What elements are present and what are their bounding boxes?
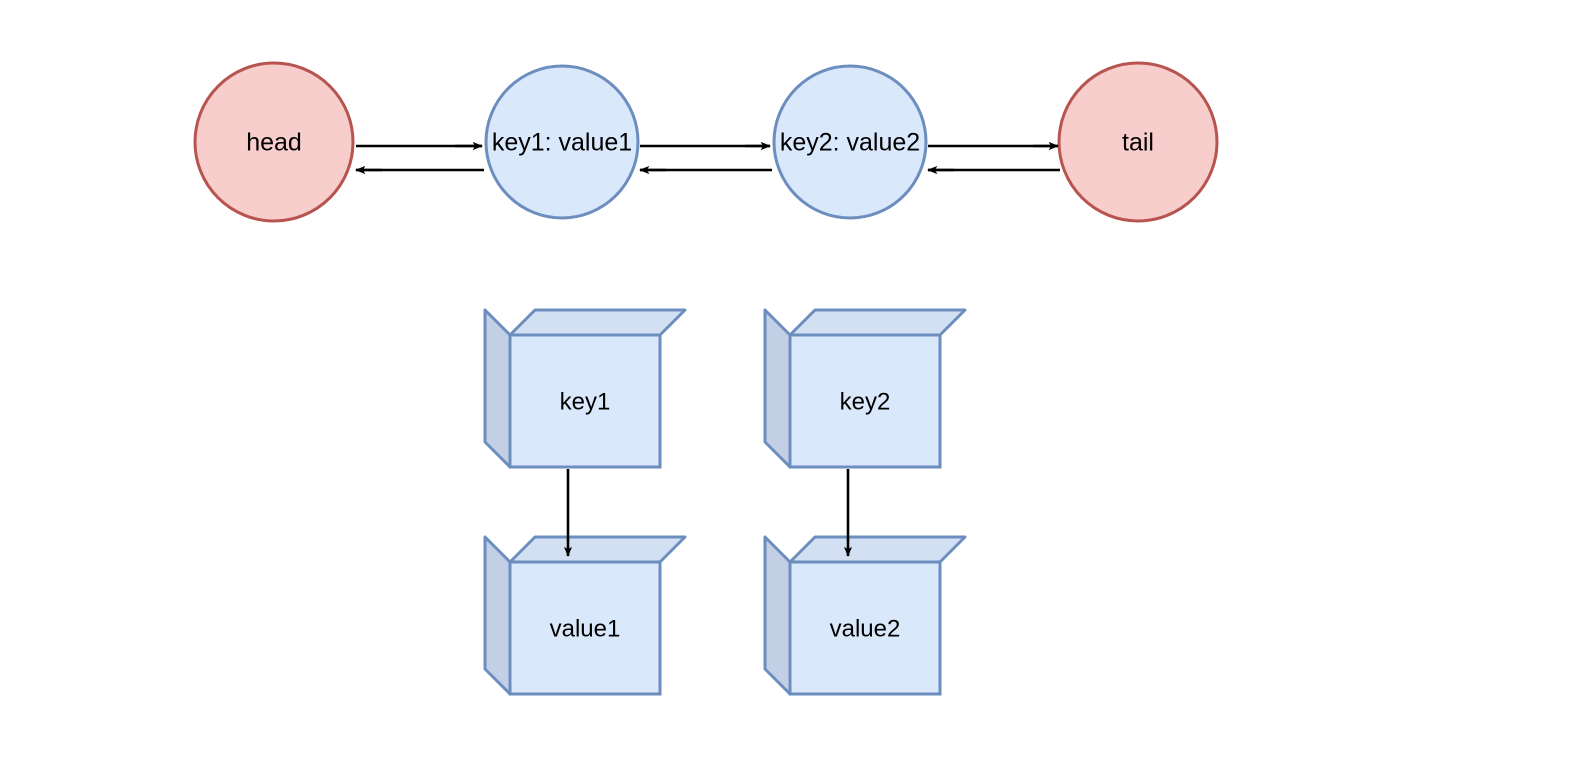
box-value2-top-face (788, 535, 967, 564)
box-value2-label: value2 (830, 615, 901, 642)
tail-label: tail (1122, 129, 1154, 157)
box-value2-front-face[interactable] (788, 560, 942, 696)
node-key1-value1[interactable]: key1: value1 (484, 64, 640, 220)
box-value2[interactable]: value2 (763, 535, 967, 696)
box-value1-front-face[interactable] (508, 560, 662, 696)
box-key2-top-face (788, 308, 967, 337)
node2-label: key2: value2 (780, 129, 920, 157)
box-key1-label: key1 (560, 388, 611, 415)
box-key1-top-face (508, 308, 687, 337)
node1-circle[interactable] (484, 64, 640, 220)
list-arrowheads-overlay (355, 142, 1059, 174)
box-value1-top-face (508, 535, 687, 564)
map-boxes-group: key1 key2 value1 value2 (483, 308, 967, 696)
box-key2[interactable]: key2 (763, 308, 967, 469)
node-tail[interactable]: tail (1057, 61, 1219, 223)
linked-list-group: head key1: value1 key2: value2 tail (193, 61, 1219, 223)
box-key1[interactable]: key1 (483, 308, 687, 469)
list-edges-group (355, 142, 1060, 174)
box-value1-side-face (483, 535, 512, 696)
box-value2-side-face (763, 535, 792, 696)
tail-circle[interactable] (1057, 61, 1219, 223)
box-key1-side-face (483, 308, 512, 469)
box-key2-front-face[interactable] (788, 333, 942, 469)
box-key2-side-face (763, 308, 792, 469)
box-value1-label: value1 (550, 615, 621, 642)
node-head[interactable]: head (193, 61, 355, 223)
node2-circle[interactable] (772, 64, 928, 220)
node1-label: key1: value1 (492, 129, 632, 157)
head-label: head (246, 129, 302, 157)
head-circle[interactable] (193, 61, 355, 223)
node-key2-value2[interactable]: key2: value2 (772, 64, 928, 220)
box-key2-label: key2 (840, 388, 891, 415)
box-key1-front-face[interactable] (508, 333, 662, 469)
box-value1[interactable]: value1 (483, 535, 687, 696)
